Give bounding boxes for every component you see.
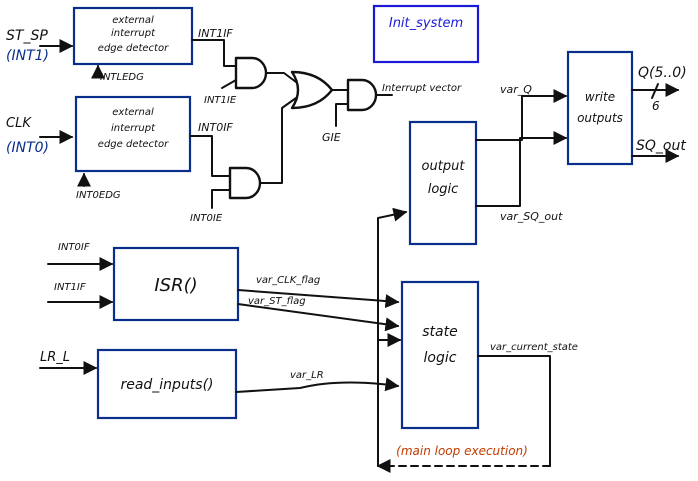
main-loop-annotation: (main loop execution)	[396, 444, 528, 458]
clk-label: CLK	[6, 116, 32, 131]
int0if-wire	[189, 135, 231, 177]
sq-out-label: SQ_out	[636, 138, 686, 154]
var-sq-out-label: var_SQ_out	[500, 210, 563, 223]
output-logic-line1: output	[422, 159, 466, 174]
gie-wire	[335, 103, 349, 127]
bus-width-label: 6	[652, 99, 660, 113]
edge-detector-1-line1: external	[112, 15, 154, 26]
intledg-label: INTLEDG	[100, 72, 144, 83]
write-outputs-box	[566, 50, 634, 166]
edge-detector-1-line2: interrupt	[111, 28, 156, 39]
var-lr-arrow	[235, 377, 400, 393]
edge-detector-0-line3: edge detector	[98, 139, 169, 150]
edge-detector-1-box	[72, 6, 194, 66]
var-st-flag-label: var_ST_flag	[248, 296, 306, 307]
isr-label: ISR()	[154, 275, 197, 296]
int1-label: (INT1)	[6, 48, 49, 64]
or-input-1	[265, 72, 297, 83]
isr-box	[112, 246, 240, 322]
and-gate-int0	[228, 166, 262, 200]
int1if-wire	[191, 39, 237, 67]
st-sp-label: ST_SP	[6, 28, 48, 44]
var-clk-flag-arrow	[237, 289, 400, 309]
var-current-state-label: var_current_state	[490, 342, 578, 353]
init-system-label: Init_system	[389, 16, 463, 31]
int0ie-label: INT0IE	[190, 213, 223, 224]
int1ie-label: INT1IE	[204, 95, 237, 106]
q-output-label: Q(5..0)	[638, 65, 687, 81]
int0edg-label: INT0EDG	[76, 190, 121, 201]
write-outputs-line2: outputs	[577, 111, 623, 125]
output-logic-line2: logic	[428, 182, 459, 197]
int0if-label: INT0IF	[198, 121, 233, 134]
and-gate-int1	[234, 56, 268, 90]
lr-l-label: LR_L	[40, 350, 70, 365]
gie-label: GIE	[322, 131, 341, 144]
int0-label: (INT0)	[6, 140, 49, 156]
var-sq-out-arrow	[475, 131, 568, 207]
init-system-box	[372, 4, 480, 64]
loop-to-output-logic	[377, 207, 408, 467]
int1ie-wire	[221, 79, 237, 89]
current-state-wire	[477, 355, 551, 467]
edge-detector-0-line2: interrupt	[111, 123, 156, 134]
or-input-2	[259, 97, 297, 184]
var-lr-label: var_LR	[290, 370, 324, 381]
edge-detector-1-line3: edge detector	[98, 43, 169, 54]
isr-int0if-label: INT0IF	[58, 242, 90, 253]
and-gate-gie	[346, 78, 378, 112]
read-inputs-box	[96, 348, 238, 420]
or-gate	[290, 70, 334, 110]
var-q-arrow	[475, 89, 568, 141]
write-outputs-line1: write	[585, 90, 615, 104]
int1if-label: INT1IF	[198, 27, 233, 40]
int0ie-wire	[211, 189, 231, 209]
state-logic-line1: state	[422, 324, 457, 340]
edge-detector-0-box	[74, 95, 192, 173]
isr-int1if-label: INT1IF	[54, 282, 86, 293]
interrupt-vector-label: Interrupt vector	[382, 83, 462, 94]
edge-detector-0-line1: external	[112, 107, 154, 118]
var-q-label: var_Q	[500, 83, 532, 96]
var-st-flag-arrow	[237, 303, 400, 332]
bus-slash	[651, 83, 659, 99]
read-inputs-label: read_inputs()	[120, 377, 213, 393]
output-logic-box	[408, 120, 478, 246]
var-clk-flag-label: var_CLK_flag	[256, 275, 320, 286]
state-logic-line2: logic	[424, 350, 457, 366]
